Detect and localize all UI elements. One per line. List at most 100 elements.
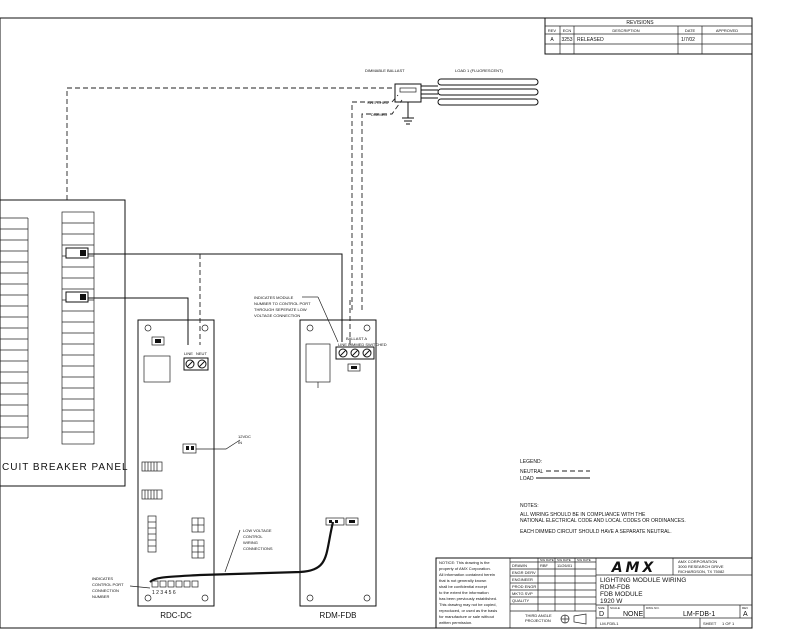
notes-line-3: EACH DIMMED CIRCUIT SHOULD HAVE A SEPARA… — [520, 529, 672, 535]
svg-text:for manufacture or sale withou: for manufacture or sale without — [439, 614, 495, 619]
dimmable-ballast-label: DIMMABLE BALLAST — [365, 68, 405, 73]
callout-module-number: INDICATES MODULE NUMBER TO CONTROL PORT … — [254, 295, 339, 343]
legend-title: LEGEND: — [520, 459, 542, 465]
svg-text:DRAWN: DRAWN — [512, 563, 527, 568]
rev-header-rev: REV — [548, 28, 557, 33]
svg-text:LOW VOLTAGE: LOW VOLTAGE — [243, 528, 272, 533]
svg-text:SIG DATE: SIG DATE — [557, 558, 571, 562]
rdc-line-label: LINE — [184, 351, 193, 356]
svg-text:SIZE: SIZE — [598, 606, 605, 610]
circuit-breaker-panel: CUIT BREAKER PANEL — [0, 199, 129, 487]
drawing-rev: A — [743, 611, 748, 618]
svg-text:VOLTAGE CONNECTION: VOLTAGE CONNECTION — [254, 313, 300, 318]
rdm-fdb-label: RDM-FDB — [320, 611, 357, 620]
svg-text:reproduced, or used as the bas: reproduced, or used as the basis — [439, 608, 497, 613]
drawing-title-2: RDM-FDB — [600, 584, 630, 591]
drawing-title-3: FDB MODULE — [600, 591, 643, 598]
revisions-title: REVISIONS — [626, 20, 654, 26]
drawing-title-1: LIGHTING MODULE WIRING — [600, 577, 686, 584]
svg-text:CONTROL: CONTROL — [243, 534, 263, 539]
svg-text:3000 RESEARCH DRIVE: 3000 RESEARCH DRIVE — [678, 564, 724, 569]
svg-text:NUMBER TO CONTROL PORT: NUMBER TO CONTROL PORT — [254, 301, 311, 306]
rdc-neut-label: NEUT — [196, 351, 207, 356]
svg-text:property of AMX Corporation.: property of AMX Corporation. — [439, 566, 491, 571]
svg-text:All information contained here: All information contained herein — [439, 572, 495, 577]
notes-line-2: NATIONAL ELECTRICAL CODE AND LOCAL CODES… — [520, 518, 686, 524]
dimmed-label: DIMMED — [371, 112, 387, 117]
rev-header-description: DESCRIPTION — [612, 28, 639, 33]
revisions-table: REVISIONS REV ECN DESCRIPTION DATE APPRO… — [544, 17, 753, 55]
load-label: LOAD 1 (FLUORESCENT) — [455, 68, 503, 73]
rdm-output-terminal — [335, 346, 375, 360]
wiring — [66, 87, 403, 583]
rdc-line-terminal — [183, 357, 209, 371]
svg-text:RICHARDSON, TX 75082: RICHARDSON, TX 75082 — [678, 569, 725, 574]
switched-label: SWITCHED — [367, 100, 388, 105]
svg-text:ENGINEER: ENGINEER — [512, 577, 533, 582]
rev-header-approved: APPROVED — [716, 28, 738, 33]
svg-text:REV: REV — [742, 606, 748, 610]
legend: LEGEND: NEUTRAL LOAD — [520, 459, 590, 482]
svg-text:INDICATES MODULE: INDICATES MODULE — [254, 295, 294, 300]
svg-text:CONNECTIONS: CONNECTIONS — [243, 546, 273, 551]
drawing-title-4: 1920 W — [600, 598, 623, 605]
sheet-number: 1 OF 1 — [722, 621, 735, 626]
svg-text:NUMBER: NUMBER — [92, 594, 109, 599]
dimmable-ballast: DIMMABLE BALLAST — [365, 68, 438, 125]
svg-text:SIG DATE: SIG DATE — [540, 558, 554, 562]
legend-neutral: NEUTRAL — [520, 469, 544, 475]
rev-cell-ecn: 3253 — [561, 37, 572, 43]
signature-table: SIG DATE SIG DATE SIG DATE DRAWN RBF 11/… — [510, 558, 596, 625]
notice-text: NOTICE: This drawing is the property of … — [439, 560, 497, 625]
rdm-fdb-module: BALLAST A LINE DIMMED SWITCHED RDM-FDB — [299, 319, 387, 620]
breaker-1 — [65, 247, 89, 259]
panel-label: CUIT BREAKER PANEL — [2, 462, 129, 473]
sheet-size: D — [599, 611, 604, 618]
breaker-2 — [65, 291, 89, 303]
svg-text:CONNECTION: CONNECTION — [92, 588, 119, 593]
drawing-border — [0, 17, 753, 629]
svg-text:shall be confidential except: shall be confidential except — [439, 584, 488, 589]
notes-line-1: ALL WIRING SHOULD BE IN COMPLIANCE WITH … — [520, 512, 646, 518]
rev-header-date: DATE — [685, 28, 696, 33]
legend-load: LOAD — [520, 476, 534, 482]
svg-text:11/26/01: 11/26/01 — [557, 563, 573, 568]
svg-text:PROJECTION: PROJECTION — [525, 618, 551, 623]
svg-text:PROD ENGR: PROD ENGR — [512, 584, 536, 589]
svg-text:to the extent the information: to the extent the information — [439, 590, 489, 595]
rdm-terminal-label-2: LINE DIMMED SWITCHED — [338, 342, 387, 347]
rev-cell-date: 1/7/02 — [681, 37, 695, 43]
rev-cell-rev: A — [550, 37, 554, 43]
rdc-port-numbers: 1 2 3 4 5 6 — [152, 590, 176, 596]
rdc-dc-label: RDC-DC — [160, 611, 192, 620]
svg-text:that is not generally known: that is not generally known — [439, 578, 486, 583]
svg-text:SHEET: SHEET — [703, 621, 717, 626]
svg-text:RBF: RBF — [540, 563, 549, 568]
rdc-power-connector — [182, 443, 197, 454]
svg-text:THROUGH SEPERATE LOW: THROUGH SEPERATE LOW — [254, 307, 307, 312]
rev-cell-description: RELEASED — [577, 37, 604, 43]
svg-text:DWG NO.: DWG NO. — [646, 606, 660, 610]
rdc-dc-module: LINE NEUT 12VDC IN — [137, 319, 251, 620]
svg-text:SCALE: SCALE — [610, 606, 620, 610]
svg-text:MKTG SVP: MKTG SVP — [512, 591, 533, 596]
svg-text:written permission.: written permission. — [439, 620, 472, 625]
svg-text:ENGR DERV: ENGR DERV — [512, 570, 536, 575]
cad-file: LM-FDB-1 — [600, 621, 619, 626]
fluorescent-load: LOAD 1 (FLUORESCENT) — [437, 68, 539, 106]
svg-text:QUALITY: QUALITY — [512, 598, 529, 603]
rdc-power-label-2: IN — [238, 440, 242, 445]
rev-header-ecn: ECN — [563, 28, 572, 33]
rdc-power-label-1: 12VDC — [238, 434, 251, 439]
svg-text:THIRD ANGLE: THIRD ANGLE — [525, 613, 552, 618]
svg-text:SIG DATE: SIG DATE — [577, 558, 591, 562]
drawing-number: LM-FDB-1 — [683, 611, 715, 618]
notes: NOTES: ALL WIRING SHOULD BE IN COMPLIANC… — [520, 503, 686, 535]
svg-text:WIRING: WIRING — [243, 540, 258, 545]
svg-text:CONTROL PORT: CONTROL PORT — [92, 582, 124, 587]
svg-text:INDICATES: INDICATES — [92, 576, 113, 581]
drawing-scale: NONE — [623, 611, 644, 618]
callout-low-voltage: LOW VOLTAGE CONTROL WIRING CONNECTIONS — [224, 528, 273, 573]
callout-control-port: INDICATES CONTROL PORT CONNECTION NUMBER — [92, 576, 151, 599]
